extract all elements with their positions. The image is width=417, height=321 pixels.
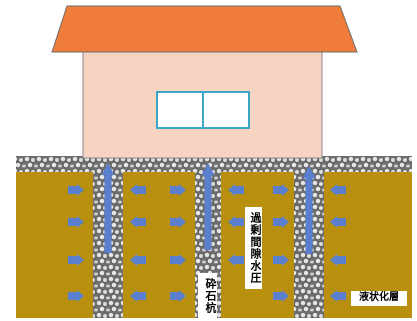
arrow-left-icon: [330, 254, 346, 266]
arrow-right-icon: [170, 290, 186, 302]
excess-pore-pressure-label: 過剰間隙水圧: [245, 207, 262, 289]
arrow-right-icon: [273, 290, 289, 302]
arrow-left-icon: [330, 290, 346, 302]
arrow-left-icon: [228, 254, 244, 266]
arrow-left-icon: [228, 216, 244, 228]
arrow-left-icon: [130, 184, 146, 196]
surface-gravel-layer: [16, 156, 412, 172]
arrow-right-icon: [170, 184, 186, 196]
arrow-right-icon: [68, 184, 84, 196]
house-window: [156, 91, 250, 129]
arrow-right-icon: [273, 184, 289, 196]
arrow-right-icon: [68, 290, 84, 302]
arrow-left-icon: [330, 216, 346, 228]
arrow-right-icon: [68, 216, 84, 228]
arrow-left-icon: [130, 254, 146, 266]
arrow-right-icon: [170, 216, 186, 228]
water-flow-up-arrow-icon: [101, 163, 115, 253]
house-roof: [51, 5, 358, 53]
arrow-right-icon: [170, 254, 186, 266]
gravel-pile-label: 砕石杭: [198, 273, 217, 318]
arrow-right-icon: [273, 216, 289, 228]
arrow-right-icon: [273, 254, 289, 266]
arrow-left-icon: [228, 184, 244, 196]
arrow-left-icon: [330, 184, 346, 196]
water-flow-up-arrow-icon: [302, 166, 316, 254]
water-flow-up-arrow-icon: [201, 163, 215, 250]
arrow-right-icon: [68, 254, 84, 266]
liquefaction-layer-label: 液状化層: [351, 291, 407, 306]
arrow-left-icon: [130, 216, 146, 228]
arrow-left-icon: [130, 290, 146, 302]
